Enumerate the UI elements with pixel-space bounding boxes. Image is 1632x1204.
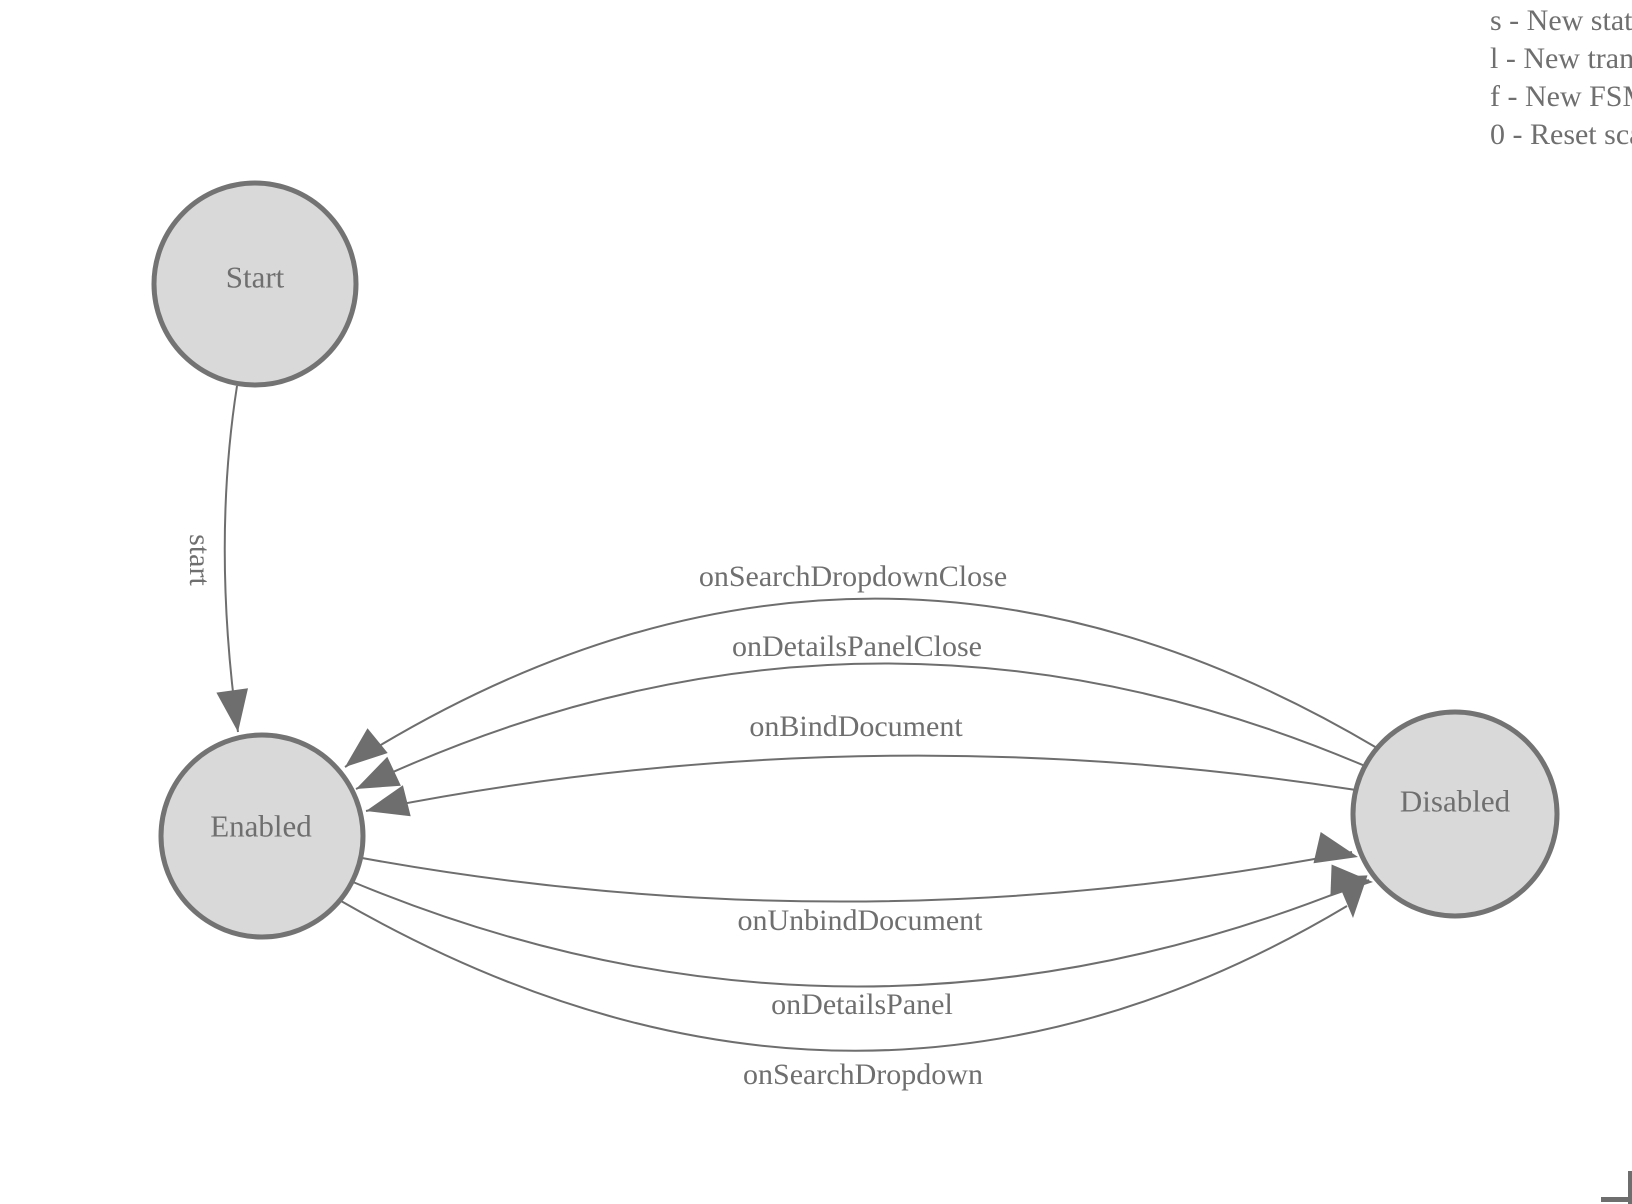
legend-item-reset-scale: 0 - Reset scale	[1490, 118, 1632, 151]
legend: s - New state l - New transition f - New…	[1490, 2, 1632, 154]
canvas-corner-border	[1601, 1197, 1632, 1202]
transition-edge-onbinddocument[interactable]	[365, 754, 1357, 812]
transition-edge-ondetailspanel[interactable]	[352, 879, 1370, 988]
arrowhead-icon	[356, 756, 401, 789]
state-label-disabled[interactable]: Disabled	[1399, 783, 1511, 819]
transition-label-ondetailspanel[interactable]: onDetailsPanel	[771, 988, 953, 1021]
state-node-start[interactable]	[151, 180, 359, 388]
canvas-corner-border	[1628, 1171, 1632, 1204]
state-node-disabled[interactable]	[1350, 709, 1560, 919]
transition-edge-onsearchdropdownclose[interactable]	[344, 597, 1378, 768]
transition-edge-ondetailspanelclose[interactable]	[355, 662, 1366, 790]
state-label-start[interactable]: Start	[225, 259, 285, 295]
arrowhead-icon	[1335, 875, 1368, 918]
edges-layer	[223, 385, 1378, 1052]
state-label-enabled[interactable]: Enabled	[210, 808, 312, 844]
nodes-layer	[151, 180, 1560, 940]
legend-item-new-fsm: f - New FSM	[1490, 80, 1632, 113]
state-node-enabled[interactable]	[158, 732, 366, 940]
arrowhead-icon	[366, 785, 411, 817]
transition-edge-start[interactable]	[223, 385, 239, 733]
arrowhead-icon	[345, 728, 388, 767]
transition-label-onsearchdropdownclose[interactable]: onSearchDropdownClose	[698, 560, 1008, 593]
transition-label-onunbinddocument[interactable]: onUnbindDocument	[737, 904, 983, 937]
transition-label-ondetailspanelclose[interactable]: onDetailsPanelClose	[732, 630, 982, 663]
transition-edge-onunbinddocument[interactable]	[361, 851, 1353, 903]
arrowhead-icon	[1313, 832, 1358, 864]
transition-label-onbinddocument[interactable]: onBindDocument	[749, 710, 963, 743]
transition-label-start[interactable]: start	[183, 534, 216, 586]
legend-item-new-state: s - New state	[1490, 4, 1632, 37]
arrowheads-layer	[216, 688, 1373, 918]
transition-edge-onsearchdropdown[interactable]	[340, 900, 1348, 1052]
arrowhead-icon	[216, 688, 248, 732]
legend-item-new-transition: l - New transition	[1490, 42, 1632, 75]
transition-label-onsearchdropdown[interactable]: onSearchDropdown	[743, 1058, 983, 1091]
